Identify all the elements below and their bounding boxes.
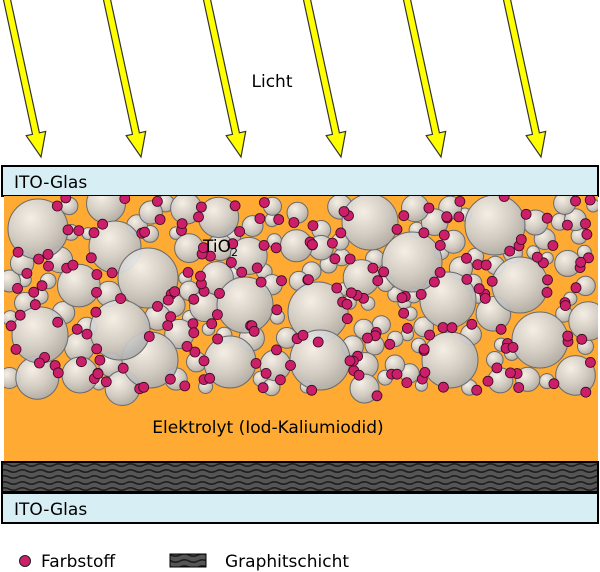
tio2-label: TiO2 [202, 237, 238, 259]
light-arrows [2, 0, 547, 159]
top-glass-layer [1, 165, 599, 197]
dye-molecules [5, 196, 596, 402]
legend-dye-label: Farbstoff [41, 552, 116, 572]
yellow-arrow-icon [502, 0, 547, 159]
magenta-dot-icon [19, 555, 31, 567]
light-label: Licht [252, 72, 293, 92]
electrolyte-label: Elektrolyt (Iod-Kaliumiodid) [152, 418, 383, 438]
graphite-swatch-icon [169, 553, 207, 568]
bottom-glass-label: ITO-Glas [14, 500, 87, 520]
graphite-layer [1, 461, 599, 493]
yellow-arrow-icon [302, 0, 347, 159]
yellow-arrow-icon [402, 0, 447, 159]
bottom-glass-layer [1, 492, 599, 524]
legend-graphite-label: Graphitschicht [225, 552, 349, 572]
yellow-arrow-icon [202, 0, 247, 159]
yellow-arrow-icon [2, 0, 47, 159]
legend: Farbstoff Graphitschicht [19, 552, 349, 572]
yellow-arrow-icon [102, 0, 147, 159]
top-glass-label: ITO-Glas [14, 173, 87, 193]
